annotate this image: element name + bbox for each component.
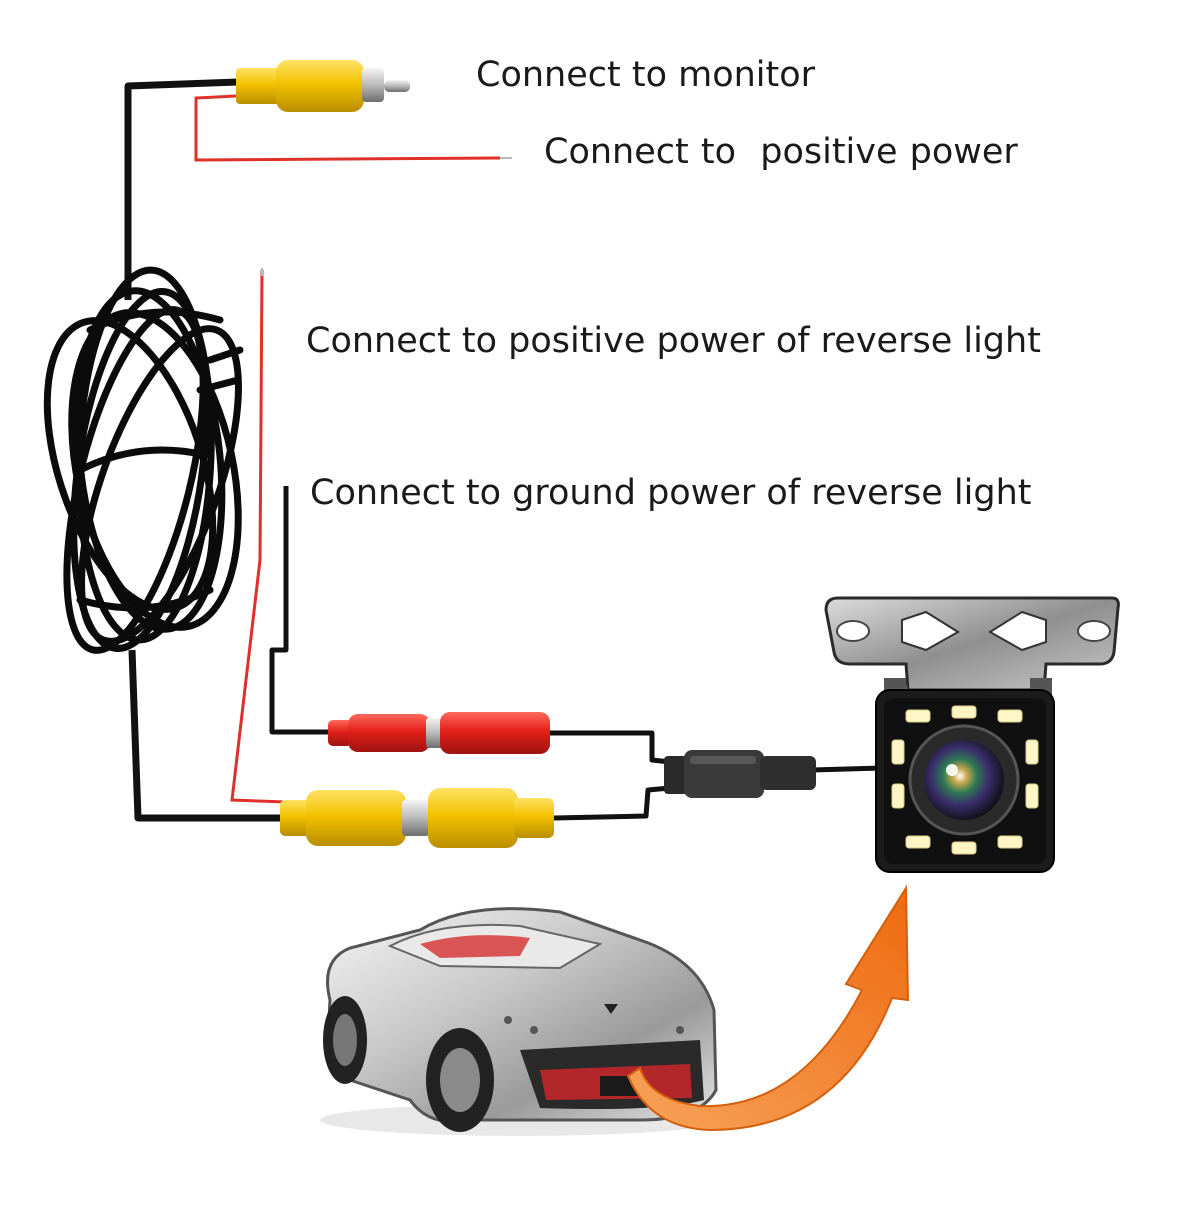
curved-arrow-icon: [626, 884, 910, 1132]
reverse-ground-wire: [269, 486, 334, 735]
reverse-ground-label: Connect to ground power of reverse light: [310, 473, 1032, 513]
monitor-label: Connect to monitor: [476, 55, 816, 95]
camera-lead: [550, 730, 883, 821]
video-cable: [124, 78, 282, 822]
reverse-positive-label: Connect to positive power of reverse lig…: [306, 321, 1041, 361]
positive-power-label: Connect to positive power: [544, 132, 1018, 172]
sports-car-icon: [320, 907, 720, 1136]
backup-camera-icon: [824, 596, 1120, 873]
monitor-rca-plug: [236, 60, 410, 112]
coiled-cable-icon: [43, 266, 244, 654]
reverse-positive-wire: [230, 269, 287, 804]
video-rca-connector: [280, 788, 554, 848]
power-connector: [328, 712, 550, 754]
positive-power-wire: [194, 94, 501, 162]
cable-junction: [664, 750, 816, 798]
